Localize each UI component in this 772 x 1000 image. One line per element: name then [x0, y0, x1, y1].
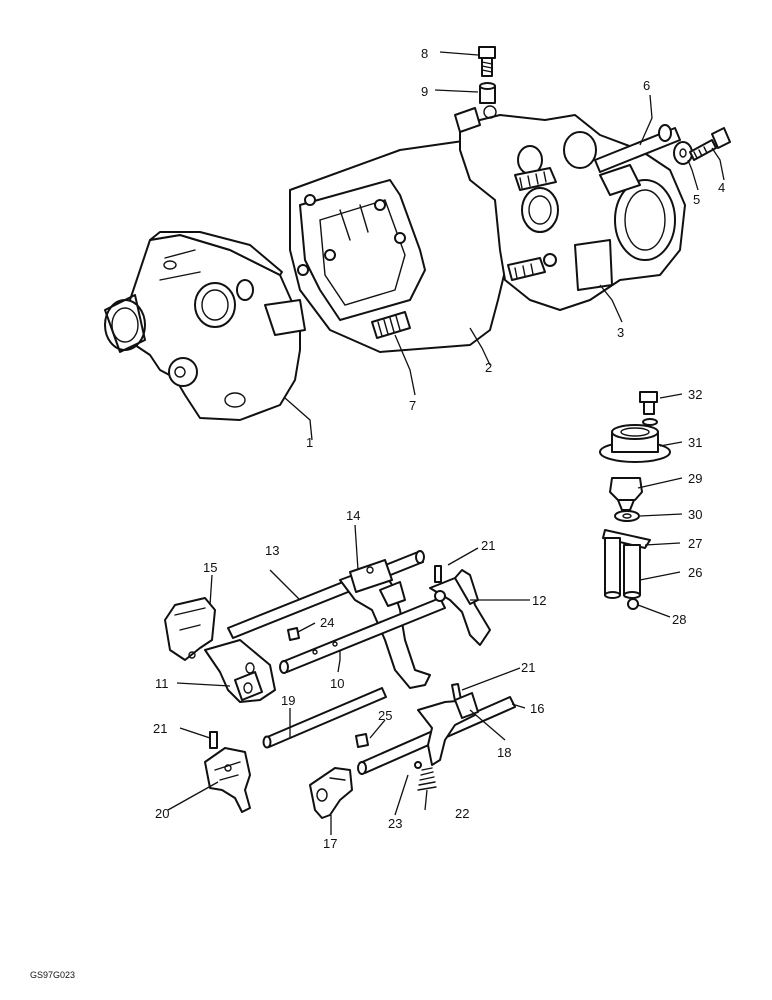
callout-31: 31 — [688, 435, 702, 450]
callout-2: 2 — [485, 360, 492, 375]
callout-26: 26 — [688, 565, 702, 580]
bolt-part-8 — [478, 46, 496, 77]
callout-1: 1 — [306, 435, 313, 450]
callout-6: 6 — [643, 78, 650, 93]
callout-labels: 1 2 3 4 5 6 7 8 9 10 11 12 13 14 15 16 1… — [153, 46, 725, 851]
callout-4: 4 — [718, 180, 725, 195]
callout-19: 19 — [281, 693, 295, 708]
callout-30: 30 — [688, 507, 702, 522]
callout-27: 27 — [688, 536, 702, 551]
rear-housing-part-3 — [454, 105, 686, 311]
callout-17: 17 — [323, 836, 337, 851]
figure-reference: GS97G023 — [30, 970, 75, 980]
callout-12: 12 — [532, 593, 546, 608]
shift-fork-part-12 — [429, 569, 491, 646]
shift-rod-part-10 — [279, 597, 446, 674]
spring-part-22 — [417, 767, 437, 791]
selector-part-20 — [204, 747, 251, 813]
callout-20: 20 — [155, 806, 169, 821]
callout-24: 24 — [320, 615, 334, 630]
callout-32: 32 — [688, 387, 702, 402]
callout-18: 18 — [497, 745, 511, 760]
shift-rod-part-19 — [262, 687, 387, 749]
plug-part-24 — [287, 627, 300, 641]
selector-part-15 — [164, 597, 216, 661]
callout-28: 28 — [672, 612, 686, 627]
ball-part-23 — [414, 761, 422, 769]
callout-25: 25 — [378, 708, 392, 723]
plunger-part-26 — [604, 537, 641, 599]
rod-part-6 — [594, 124, 681, 173]
bolt-part-4 — [689, 127, 731, 161]
stud-part-7 — [371, 311, 411, 339]
callout-11: 11 — [155, 676, 169, 691]
washer-part-5 — [673, 141, 693, 165]
callout-8: 8 — [421, 46, 428, 61]
roll-pin-part-21-upper — [434, 565, 442, 583]
center-housing-part-2 — [289, 139, 516, 353]
callout-7: 7 — [409, 398, 416, 413]
callout-13: 13 — [265, 543, 279, 558]
callout-22: 22 — [455, 806, 469, 821]
callout-10: 10 — [330, 676, 344, 691]
selector-part-17 — [309, 767, 353, 819]
callout-15: 15 — [203, 560, 217, 575]
bolt-part-32 — [639, 391, 658, 426]
callout-3: 3 — [617, 325, 624, 340]
plug-part-25 — [355, 733, 369, 748]
ball-part-28 — [627, 598, 639, 610]
callout-16: 16 — [530, 701, 544, 716]
callout-14: 14 — [346, 508, 360, 523]
front-housing-part-1 — [104, 231, 306, 421]
callout-23: 23 — [388, 816, 402, 831]
bracket-part-27 — [602, 529, 651, 549]
callout-9: 9 — [421, 84, 428, 99]
selector-part-11 — [204, 639, 276, 703]
callout-21-upper: 21 — [481, 538, 495, 553]
callout-21-left: 21 — [153, 721, 167, 736]
leader-lines — [167, 51, 725, 835]
callout-21-right: 21 — [521, 660, 535, 675]
roll-pin-part-21-left — [209, 731, 218, 749]
washer-part-30 — [614, 510, 640, 522]
plug-part-29 — [609, 477, 643, 511]
flange-part-31 — [599, 424, 671, 463]
callout-5: 5 — [693, 192, 700, 207]
shift-fork-part-18 — [417, 692, 479, 766]
callout-29: 29 — [688, 471, 702, 486]
sleeve-part-9 — [479, 82, 496, 104]
